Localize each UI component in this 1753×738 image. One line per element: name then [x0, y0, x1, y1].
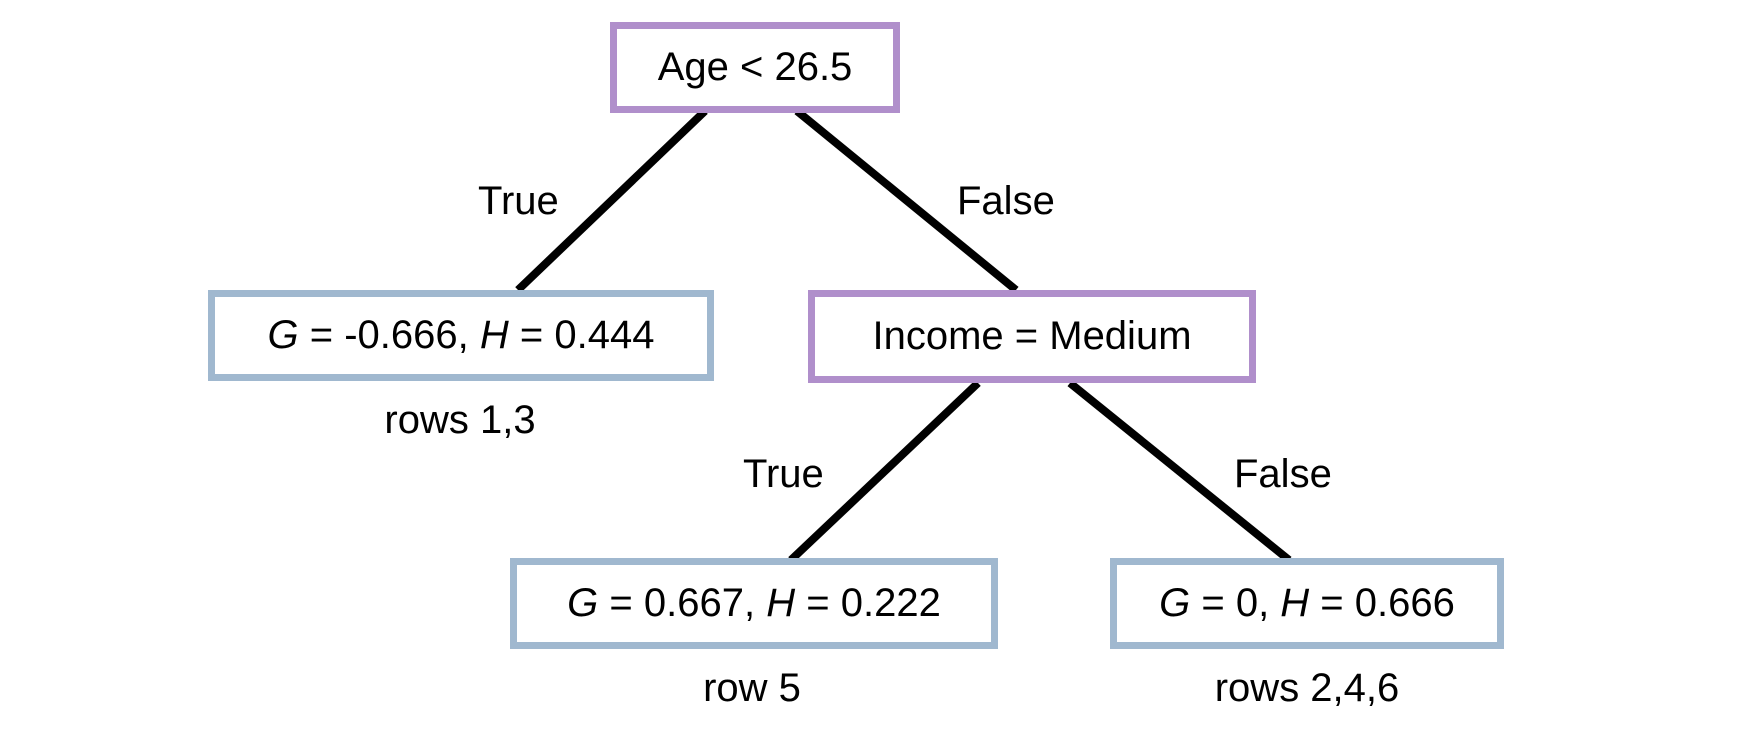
leaf-1-g-value: -0.666	[344, 313, 458, 357]
root-split-text: Age < 26.5	[657, 45, 853, 89]
leaf-3-g-value: 0	[1235, 581, 1259, 625]
edge-root-true	[515, 108, 708, 293]
leaf-1-g-label: G	[267, 313, 299, 357]
edge-split2-true	[788, 380, 981, 563]
edge-label-root-true: True	[478, 179, 559, 223]
leaf-3-text: G = 0, H = 0.666	[1159, 581, 1455, 625]
edge-root-false	[794, 107, 1019, 294]
edge-label-split2-true: True	[743, 452, 824, 496]
income-split-text: Income = Medium	[872, 314, 1192, 358]
leaf-2-text: G = 0.667, H = 0.222	[567, 581, 941, 625]
leaf-node-3: G = 0, H = 0.666	[1110, 558, 1504, 649]
leaf-2-g-value: 0.667	[643, 581, 744, 625]
leaf-2-rows: row 5	[703, 666, 801, 710]
edge-label-split2-false: False	[1234, 452, 1332, 496]
root-split-node: Age < 26.5	[610, 22, 900, 113]
leaf-3-rows: rows 2,4,6	[1214, 666, 1400, 710]
leaf-2-h-value: 0.222	[840, 581, 941, 625]
leaf-1-h-value: 0.444	[554, 313, 655, 357]
leaf-1-h-label: H	[479, 313, 509, 357]
leaf-2-g-label: G	[567, 581, 599, 625]
leaf-3-h-label: H	[1280, 581, 1310, 625]
leaf-3-g-label: G	[1159, 581, 1191, 625]
leaf-node-2: G = 0.667, H = 0.222	[510, 558, 998, 649]
leaf-node-1: G = -0.666, H = 0.444	[208, 290, 714, 381]
income-split-node: Income = Medium	[808, 290, 1256, 383]
leaf-1-text: G = -0.666, H = 0.444	[267, 313, 655, 357]
edge-label-root-false: False	[957, 179, 1055, 223]
leaf-1-rows: rows 1,3	[384, 398, 536, 442]
leaf-3-h-value: 0.666	[1354, 581, 1455, 625]
leaf-2-h-label: H	[766, 581, 796, 625]
edge-split2-false	[1067, 379, 1292, 564]
